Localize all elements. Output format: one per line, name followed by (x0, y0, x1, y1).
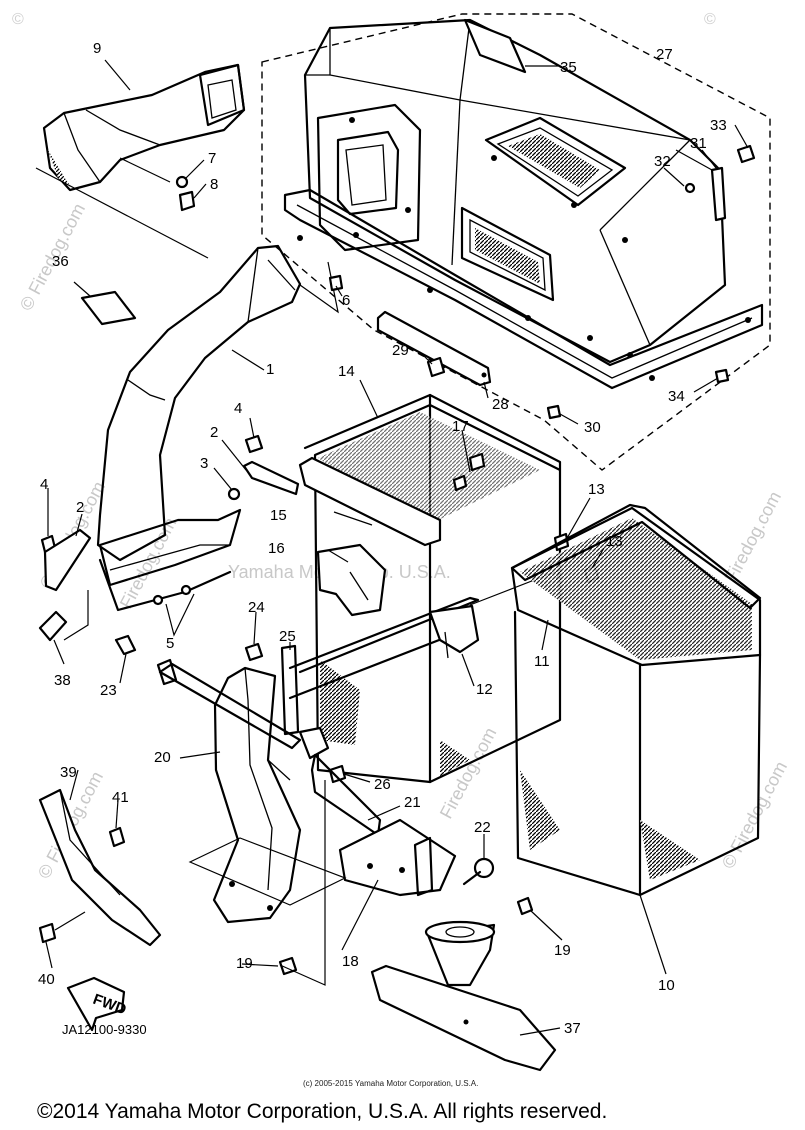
part-label-p19b: 19 (554, 942, 571, 959)
part-label-p13b: 13 (606, 533, 623, 550)
part-label-p1: 1 (266, 361, 274, 378)
part-label-p12: 12 (476, 681, 493, 698)
part-label-p2b: 2 (76, 499, 84, 516)
diagram-code: JA12100-9330 (62, 1022, 147, 1037)
part-label-p16: 16 (268, 540, 285, 557)
part-label-p13a: 13 (588, 481, 605, 498)
part-label-p41: 41 (112, 789, 129, 806)
part-number-labels: 9783527333132366129281434304231715134216… (38, 40, 727, 1037)
part-label-p30: 30 (584, 419, 601, 436)
part-label-p27: 27 (656, 46, 673, 63)
part-label-p14: 14 (338, 363, 355, 380)
part-label-p22: 22 (474, 819, 491, 836)
part-label-p26: 26 (374, 776, 391, 793)
part-label-p6: 6 (342, 292, 350, 309)
part-label-p24: 24 (248, 599, 265, 616)
part-label-p15: 15 (270, 507, 287, 524)
part-label-p32: 32 (654, 153, 671, 170)
part-label-p31: 31 (690, 135, 707, 152)
part-label-p17: 17 (452, 418, 469, 435)
part-label-p7: 7 (208, 150, 216, 167)
part-label-p4a: 4 (234, 400, 242, 417)
small-copyright: (c) 2005-2015 Yamaha Motor Corporation, … (303, 1079, 478, 1088)
part-label-p40: 40 (38, 971, 55, 988)
part-label-p5: 5 (166, 635, 174, 652)
leader-lines (45, 59, 749, 1036)
part-label-p11: 11 (534, 653, 550, 670)
part-label-p18: 18 (342, 953, 359, 970)
part-label-p2a: 2 (210, 424, 218, 441)
part-label-p37: 37 (564, 1020, 581, 1037)
lower-mounting-brackets (38, 634, 557, 1072)
part-label-p10: 10 (658, 977, 675, 994)
part-label-p20: 20 (154, 749, 171, 766)
part-label-p23: 23 (100, 682, 117, 699)
part-label-p29: 29 (392, 342, 409, 359)
watermark-firedog: © Firedog.com (718, 758, 791, 872)
part-label-p36: 36 (52, 253, 69, 270)
footer-copyright: ©2014 Yamaha Motor Corporation, U.S.A. A… (37, 1100, 607, 1123)
part-label-p39: 39 (60, 764, 77, 781)
watermark-corner: © (12, 11, 24, 28)
chute-duct-upper (35, 63, 246, 259)
part-label-p3: 3 (200, 455, 208, 472)
part-label-p8: 8 (210, 176, 218, 193)
part-label-p28: 28 (492, 396, 509, 413)
grass-bag-frame-upper (280, 393, 600, 784)
part-label-p19a: 19 (236, 955, 253, 972)
watermark-corner: © (704, 11, 716, 28)
part-label-p4b: 4 (40, 476, 48, 493)
part-label-p9: 9 (93, 40, 101, 57)
part-label-p38: 38 (54, 672, 71, 689)
grass-bag (510, 503, 762, 897)
part-label-p35: 35 (560, 59, 577, 76)
chute-curved-lower (38, 244, 344, 642)
bag-housing-assembly (261, 13, 771, 471)
part-label-p21: 21 (404, 794, 421, 811)
part-label-p25: 25 (279, 628, 296, 645)
part-label-p33: 33 (710, 117, 727, 134)
part-label-p34: 34 (668, 388, 685, 405)
